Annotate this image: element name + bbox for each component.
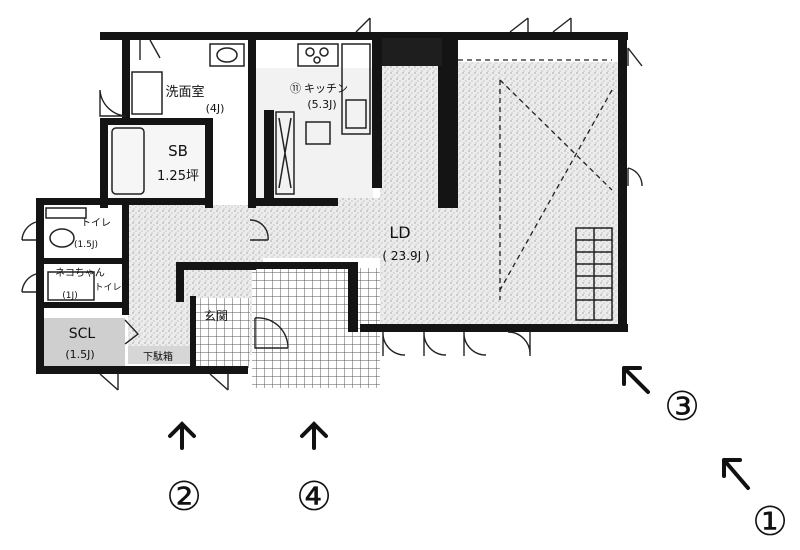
cat-room-size: (1J) [62, 291, 77, 301]
marker-4-label: ④ [296, 474, 332, 520]
kitchen-name: キッチン [304, 82, 348, 95]
kitchen-size: (5.3J) [307, 98, 336, 111]
arrow-up-left-icon [722, 458, 750, 490]
walls [36, 32, 628, 374]
cat-room-name: ネコちゃん [55, 267, 105, 279]
room-labels: 洗面室 (4J) ⑪ キッチン (5.3J) SB 1.25坪 トイレ (1.5… [55, 82, 430, 364]
entrance-name: 玄関 [204, 308, 228, 323]
view-markers: ① ② ③ ④ [166, 366, 788, 545]
closet-size: (1.5J) [65, 348, 94, 361]
marker-2: ② [166, 421, 202, 520]
toilet-icon [49, 228, 75, 248]
stove-icon [297, 43, 339, 67]
fixtures [45, 43, 613, 321]
floor-fills [40, 62, 620, 388]
cat-room-side: トイレ [94, 283, 121, 293]
bath-size: 1.25坪 [157, 169, 199, 184]
marker-3: ③ [622, 366, 700, 430]
bath-name: SB [168, 142, 188, 160]
entrance-tiles [252, 268, 380, 388]
washroom-name: 洗面室 [165, 84, 204, 100]
marker-4: ④ [296, 421, 332, 520]
doors [21, 17, 643, 391]
arrow-up-icon [168, 421, 196, 450]
door-swing-icon [99, 89, 127, 117]
shoe-box-name: 下駄箱 [143, 350, 173, 363]
living-name: LD [389, 223, 410, 242]
arrow-up-icon [300, 421, 328, 450]
toilet-size: (1.5J) [74, 240, 98, 250]
stair-icon [575, 227, 613, 321]
closet-name: SCL [69, 326, 96, 342]
arrow-up-left-icon [622, 366, 650, 394]
marker-1: ① [722, 458, 788, 545]
bathtub-icon [111, 127, 145, 195]
sink-icon [209, 43, 245, 67]
kitchen-prefix: ⑪ [290, 82, 301, 95]
marker-3-label: ③ [664, 384, 700, 430]
ceiling-lines [458, 59, 613, 300]
marker-2-label: ② [166, 474, 202, 520]
living-size: ( 23.9J ) [382, 249, 429, 263]
marker-1-label: ① [752, 499, 788, 545]
washroom-size: (4J) [206, 102, 225, 115]
toilet-name: トイレ [81, 218, 111, 229]
